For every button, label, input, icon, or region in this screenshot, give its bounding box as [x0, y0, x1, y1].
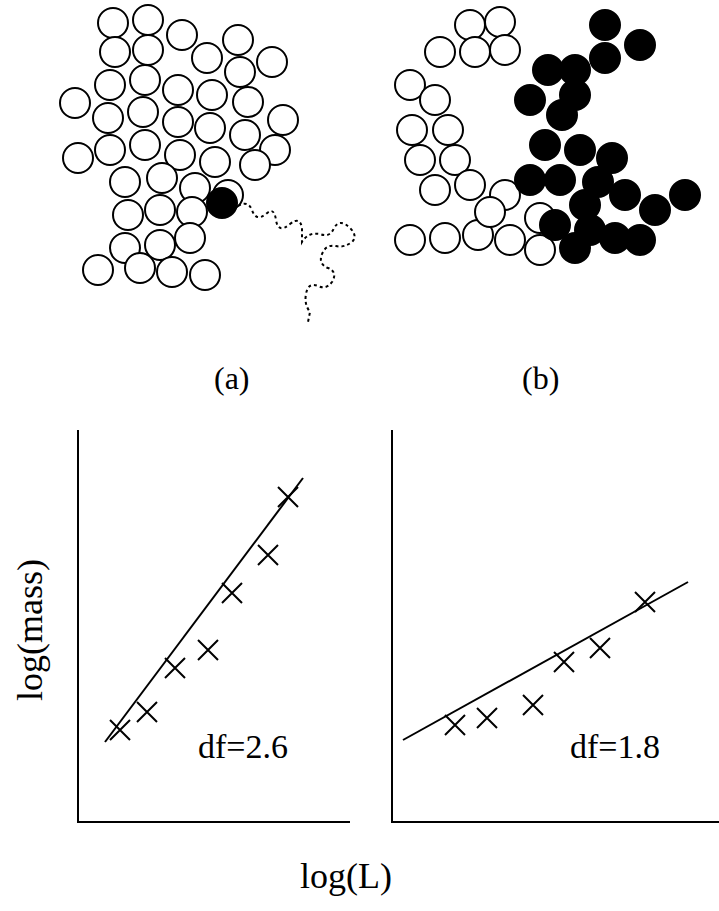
particle: [485, 7, 515, 37]
data-points: [110, 487, 655, 740]
particle: [133, 35, 163, 65]
particle: [60, 88, 90, 118]
particle: [455, 170, 485, 200]
particle: [130, 65, 160, 95]
axis-label: log(mass): [12, 559, 48, 701]
particle: [175, 223, 205, 253]
particle: [200, 147, 230, 177]
particle: [545, 165, 575, 195]
particle-clusters: [60, 5, 700, 290]
particle: [625, 30, 655, 60]
particle: [192, 43, 222, 73]
particle: [425, 37, 455, 67]
particle: [93, 103, 123, 133]
particle: [257, 47, 287, 77]
particle: [167, 20, 197, 50]
particle: [420, 175, 450, 205]
particle: [397, 115, 427, 145]
particle: [230, 120, 260, 150]
particle: [460, 37, 490, 67]
particle: [533, 55, 563, 85]
particle: [95, 70, 125, 100]
data-cross: [445, 715, 465, 735]
particle: [163, 75, 193, 105]
particle: [610, 180, 640, 210]
data-cross: [198, 640, 218, 660]
data-cross: [635, 592, 655, 612]
particle: [515, 85, 545, 115]
data-cross: [165, 658, 185, 678]
particle: [420, 85, 450, 115]
particle: [133, 5, 163, 35]
fractal-dimension: df=1.8: [570, 730, 660, 764]
particle: [240, 150, 270, 180]
particle: [223, 25, 253, 55]
particle: [190, 260, 220, 290]
particle: [433, 115, 463, 145]
axis-label: log(L): [300, 858, 392, 894]
particle: [625, 225, 655, 255]
particle: [128, 97, 158, 127]
random-walk-path: [238, 204, 355, 322]
particle: [63, 143, 93, 173]
data-cross: [137, 702, 157, 722]
particle: [640, 195, 670, 225]
particle: [405, 145, 435, 175]
particle: [157, 257, 187, 287]
plot-axes: [78, 430, 719, 822]
fractal-dimension: df=2.6: [198, 730, 288, 764]
data-cross: [554, 652, 574, 672]
particle: [83, 255, 113, 285]
particle: [95, 135, 125, 165]
particle: [110, 167, 140, 197]
particle: [490, 35, 520, 65]
particle: [163, 107, 193, 137]
particle: [455, 10, 485, 40]
data-cross: [222, 583, 242, 603]
particle: [560, 80, 590, 110]
data-cross: [477, 708, 497, 728]
particle: [100, 37, 130, 67]
particle: [395, 225, 425, 255]
particle: [98, 8, 128, 38]
particle: [195, 113, 225, 143]
particle: [225, 57, 255, 87]
particle: [113, 200, 143, 230]
data-cross: [110, 720, 130, 740]
panel-label: (a): [214, 362, 250, 394]
particle: [475, 197, 505, 227]
particle: [430, 223, 460, 253]
particle: [495, 225, 525, 255]
panel-label: (b): [522, 362, 559, 394]
particle: [268, 105, 298, 135]
data-cross: [590, 638, 610, 658]
particle: [233, 87, 263, 117]
particle: [565, 135, 595, 165]
data-cross: [523, 695, 543, 715]
particle: [147, 163, 177, 193]
data-cross: [258, 545, 278, 565]
data-cross: [278, 487, 298, 507]
particle: [540, 210, 570, 240]
particle: [590, 43, 620, 73]
fit-lines: [105, 478, 688, 742]
particle: [125, 253, 155, 283]
particle: [207, 188, 237, 218]
particle: [197, 80, 227, 110]
particle: [590, 10, 620, 40]
particle: [130, 130, 160, 160]
particle: [670, 180, 700, 210]
particle: [530, 130, 560, 160]
particle: [145, 195, 175, 225]
particle: [515, 165, 545, 195]
